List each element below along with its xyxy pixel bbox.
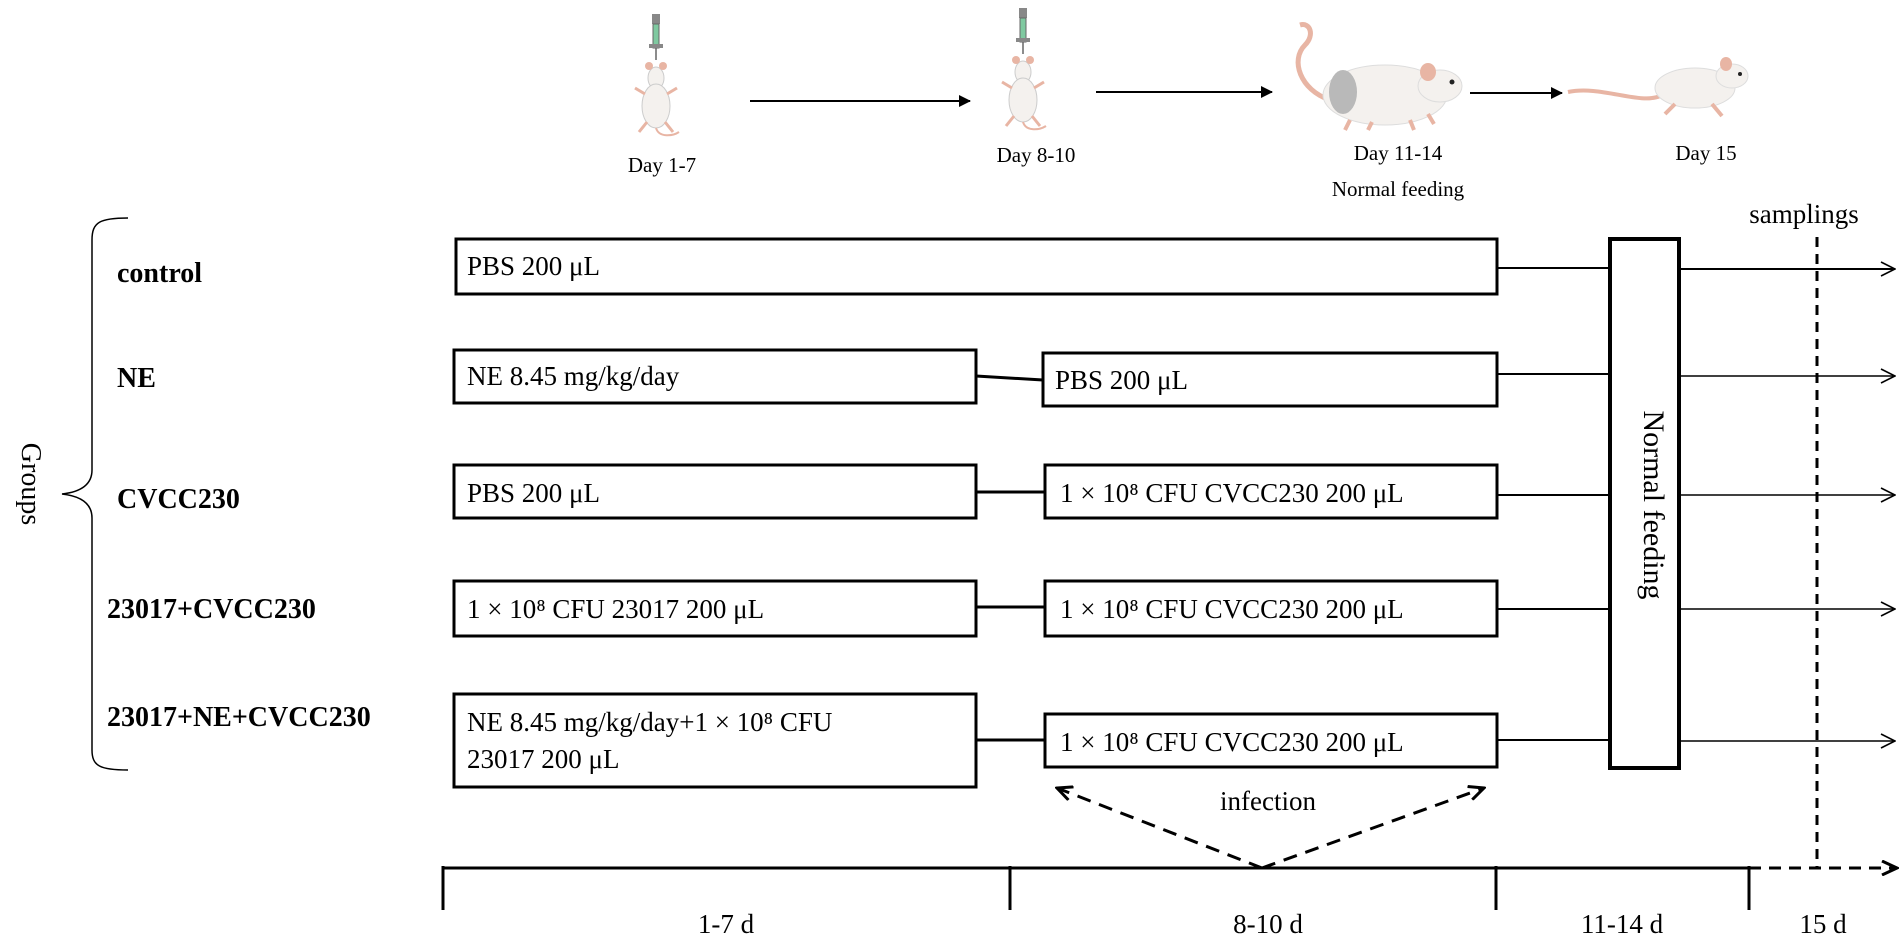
treatment-box	[452, 463, 978, 520]
treatment-text: 23017 200 μL	[467, 744, 619, 774]
treatment-box	[1043, 579, 1499, 638]
mouse-injection-icon	[634, 14, 680, 137]
treatment-text: 1 × 10⁸ CFU CVCC230 200 μL	[1060, 594, 1404, 624]
treatment-box	[454, 237, 1499, 296]
group-row-cvcc230: CVCC230 PBS 200 μL 1 × 10⁸ CFU CVCC230 2…	[117, 463, 1610, 520]
treatment-box	[452, 348, 978, 405]
axis-label: 1-7 d	[698, 909, 755, 939]
top-timeline: Day 1-7 Day 8-10 Day 11-14	[628, 8, 1749, 201]
connector	[975, 374, 1044, 382]
stage-label: Day 8-10	[997, 143, 1076, 167]
group-row-23017-cvcc230: 23017+CVCC230 1 × 10⁸ CFU 23017 200 μL 1…	[107, 579, 1610, 638]
group-name: control	[117, 258, 202, 289]
axis-label: 11-14 d	[1581, 909, 1664, 939]
group-name: CVCC230	[117, 484, 240, 515]
treatment-text: 1 × 10⁸ CFU CVCC230 200 μL	[1060, 727, 1404, 757]
stage-sublabel: Normal feeding	[1332, 177, 1465, 201]
group-row-23017-ne-cvcc230: 23017+NE+CVCC230 NE 8.45 mg/kg/day+1 × 1…	[107, 692, 1610, 789]
treatment-text: NE 8.45 mg/kg/day	[467, 361, 680, 391]
groups-brace: Groups	[15, 217, 129, 771]
treatment-text: PBS 200 μL	[467, 478, 600, 508]
normal-feeding-block: Normal feeding	[1608, 237, 1681, 770]
group-row-control: control PBS 200 μL	[117, 237, 1610, 296]
infection-indicator: infection	[1057, 786, 1484, 870]
mouse-injection-icon	[1001, 8, 1047, 131]
mouse-walking-icon	[1295, 22, 1463, 131]
treatment-box	[1043, 463, 1499, 520]
normal-feeding-label: Normal feeding	[1637, 410, 1670, 599]
infection-arrow-right	[1261, 788, 1484, 870]
infection-label: infection	[1220, 786, 1316, 816]
normal-feeding-box	[1608, 237, 1681, 770]
treatment-box	[452, 579, 978, 638]
group-row-ne: NE NE 8.45 mg/kg/day PBS 200 μL	[117, 348, 1610, 408]
infection-arrow-left	[1057, 788, 1263, 870]
axis-label: 8-10 d	[1233, 909, 1303, 939]
group-name: 23017+NE+CVCC230	[107, 702, 371, 733]
treatment-box	[1041, 351, 1499, 408]
stage-label: Day 1-7	[628, 153, 696, 177]
groups-label: Groups	[15, 443, 46, 525]
samplings-label: samplings	[1749, 199, 1859, 229]
group-name: 23017+CVCC230	[107, 594, 316, 625]
stage-label: Day 11-14	[1354, 141, 1443, 165]
time-axis: 1-7 d 8-10 d 11-14 d 15 d	[441, 866, 1897, 939]
treatment-text: PBS 200 μL	[1055, 365, 1188, 395]
group-name: NE	[117, 363, 156, 394]
treatment-text: PBS 200 μL	[467, 251, 600, 281]
sampling-arrows: samplings	[1679, 199, 1895, 868]
stage-label: Day 15	[1675, 141, 1736, 165]
treatment-text: 1 × 10⁸ CFU CVCC230 200 μL	[1060, 478, 1404, 508]
axis-label: 15 d	[1799, 909, 1847, 939]
treatment-text: NE 8.45 mg/kg/day+1 × 10⁸ CFU	[467, 707, 832, 737]
treatment-text: 1 × 10⁸ CFU 23017 200 μL	[467, 594, 764, 624]
mouse-running-icon	[1567, 57, 1749, 118]
